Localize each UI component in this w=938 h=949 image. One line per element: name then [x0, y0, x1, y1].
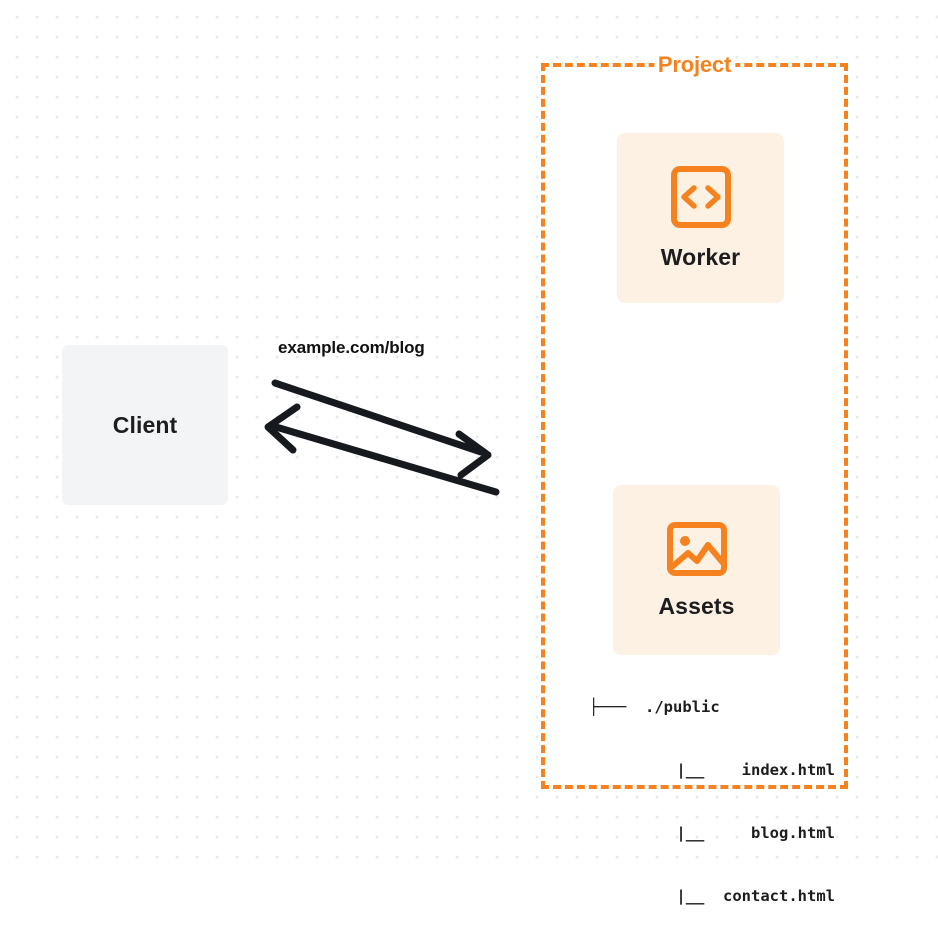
file-tree-entry: |__ blog.html [676, 824, 835, 842]
file-tree-root: ├─── ./public [589, 698, 720, 716]
assets-file-tree: ├─── ./public |__ index.html |__ blog.ht… [589, 655, 835, 949]
image-icon [666, 521, 727, 576]
assets-node[interactable]: Assets [613, 485, 780, 655]
worker-node-label: Worker [660, 243, 741, 270]
client-node-label: Client [112, 411, 178, 438]
assets-node-label: Assets [658, 592, 735, 619]
client-node[interactable]: Client [62, 345, 228, 505]
diagram-canvas: Client example.com/blog Project Worker [0, 0, 938, 905]
project-group-label: Project [653, 52, 736, 78]
worker-node[interactable]: Worker [617, 133, 784, 303]
request-arrow [271, 379, 492, 479]
response-arrow [264, 403, 500, 496]
file-tree-entry: |__ index.html [676, 761, 835, 779]
project-group[interactable]: Project Worker Assets ├─── ./public |__ … [541, 52, 848, 905]
connection-label: example.com/blog [278, 338, 425, 357]
code-brackets-icon [670, 165, 731, 228]
file-tree-entry: |__ contact.html [676, 887, 835, 905]
